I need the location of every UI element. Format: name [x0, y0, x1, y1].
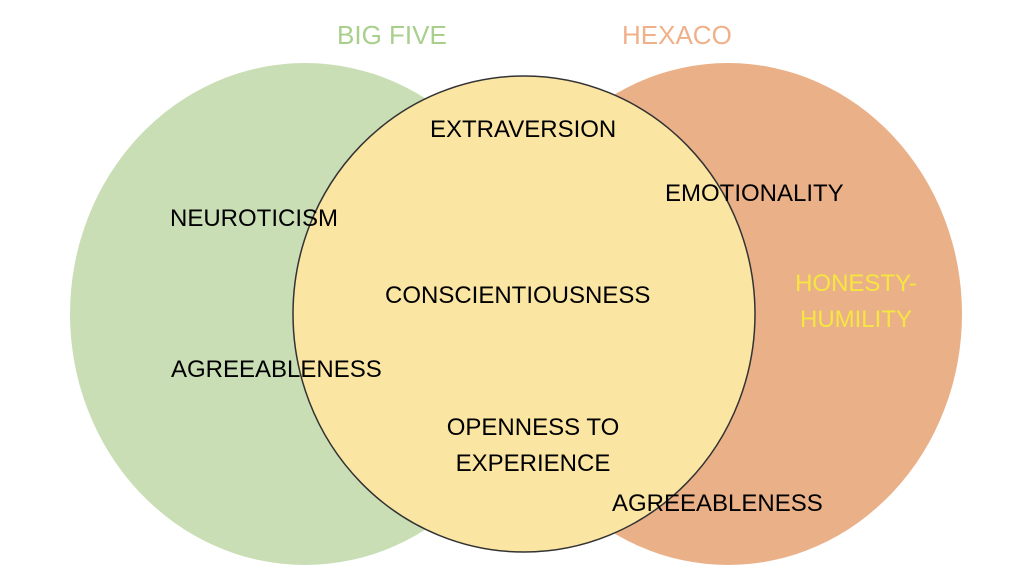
- openness-line1: OPENNESS TO: [446, 414, 620, 441]
- label-extraversion: EXTRAVERSION: [430, 116, 617, 143]
- label-honesty-humility: HONESTY- HUMILITY: [792, 266, 920, 338]
- label-agreeableness-hexaco: AGREEABLENESS: [612, 490, 823, 517]
- honesty-line1: HONESTY-: [795, 270, 917, 297]
- label-neuroticism: NEUROTICISM: [170, 205, 338, 232]
- label-agreeableness-big-five: AGREEABLENESS: [171, 356, 382, 383]
- honesty-line2: HUMILITY: [799, 306, 912, 333]
- openness-line2: EXPERIENCE: [455, 450, 611, 477]
- label-openness: OPENNESS TO EXPERIENCE: [440, 410, 626, 482]
- label-emotionality: EMOTIONALITY: [665, 180, 844, 207]
- big-five-title: BIG FIVE: [337, 20, 447, 50]
- hexaco-title: HEXACO: [622, 20, 732, 50]
- shared-traits-circle: [292, 75, 756, 553]
- label-conscientiousness: CONSCIENTIOUSNESS: [385, 282, 651, 309]
